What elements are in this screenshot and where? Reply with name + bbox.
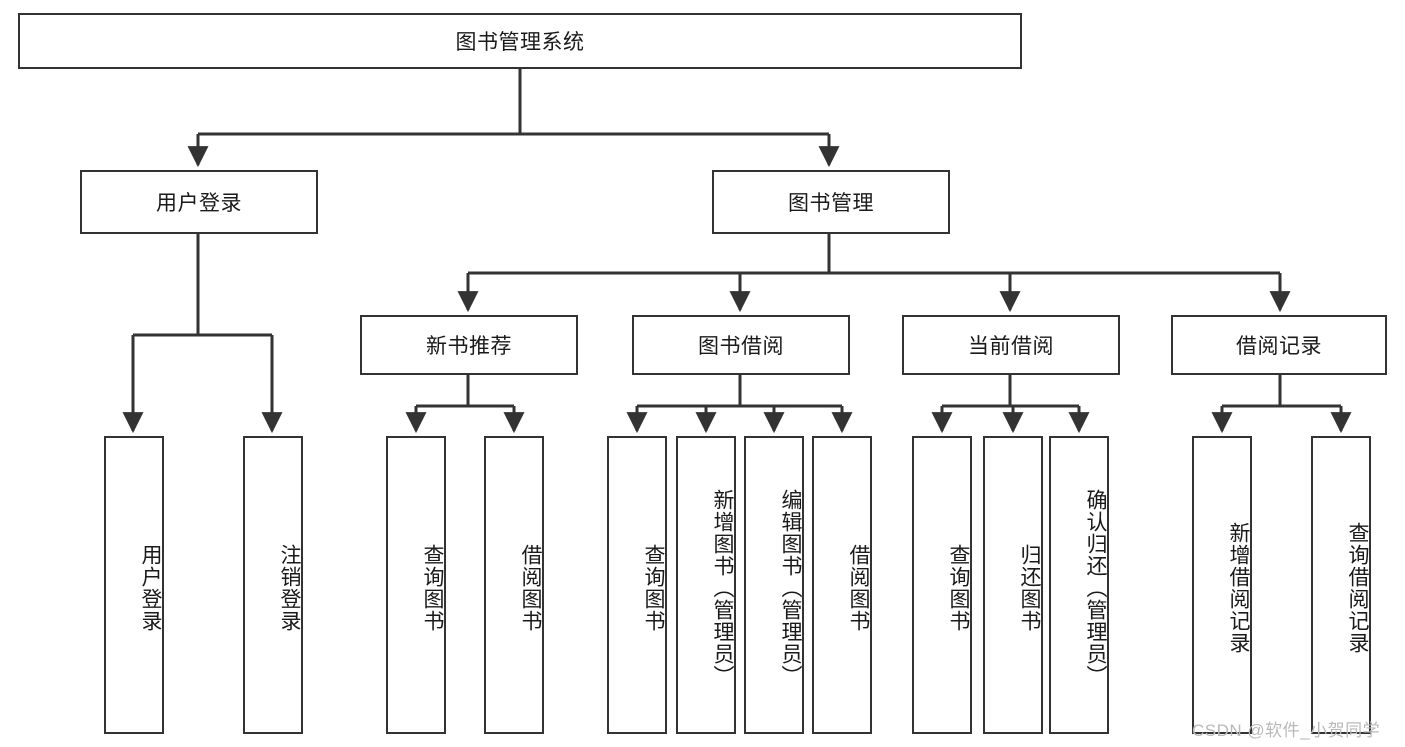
leaf-borrow-book-recommend[interactable]: 借阅图书 <box>484 436 544 734</box>
leaf-borrow-book[interactable]: 借阅图书 <box>812 436 872 734</box>
leaf-add-book-admin[interactable]: 新增图书（管理员） <box>676 436 736 734</box>
node-user-login[interactable]: 用户登录 <box>80 170 318 234</box>
node-book-borrow[interactable]: 图书借阅 <box>632 315 850 375</box>
node-new-book-recommend[interactable]: 新书推荐 <box>360 315 578 375</box>
leaf-edit-book-admin[interactable]: 编辑图书（管理员） <box>744 436 804 734</box>
leaf-query-book-current[interactable]: 查询图书 <box>912 436 972 734</box>
node-root[interactable]: 图书管理系统 <box>18 13 1022 69</box>
csdn-watermark: CSDN @软件_小贺同学 <box>1192 721 1381 740</box>
leaf-confirm-return-admin[interactable]: 确认归还（管理员） <box>1049 436 1109 734</box>
leaf-query-book-recommend[interactable]: 查询图书 <box>386 436 446 734</box>
node-book-management[interactable]: 图书管理 <box>712 170 950 234</box>
leaf-query-book-borrow[interactable]: 查询图书 <box>607 436 667 734</box>
leaf-user-login[interactable]: 用户登录 <box>104 436 164 734</box>
node-current-borrow[interactable]: 当前借阅 <box>902 315 1120 375</box>
leaf-add-borrow-record[interactable]: 新增借阅记录 <box>1192 436 1252 734</box>
node-borrow-record[interactable]: 借阅记录 <box>1171 315 1387 375</box>
leaf-return-book[interactable]: 归还图书 <box>983 436 1043 734</box>
leaf-query-borrow-record[interactable]: 查询借阅记录 <box>1311 436 1371 734</box>
leaf-user-logout[interactable]: 注销登录 <box>243 436 303 734</box>
